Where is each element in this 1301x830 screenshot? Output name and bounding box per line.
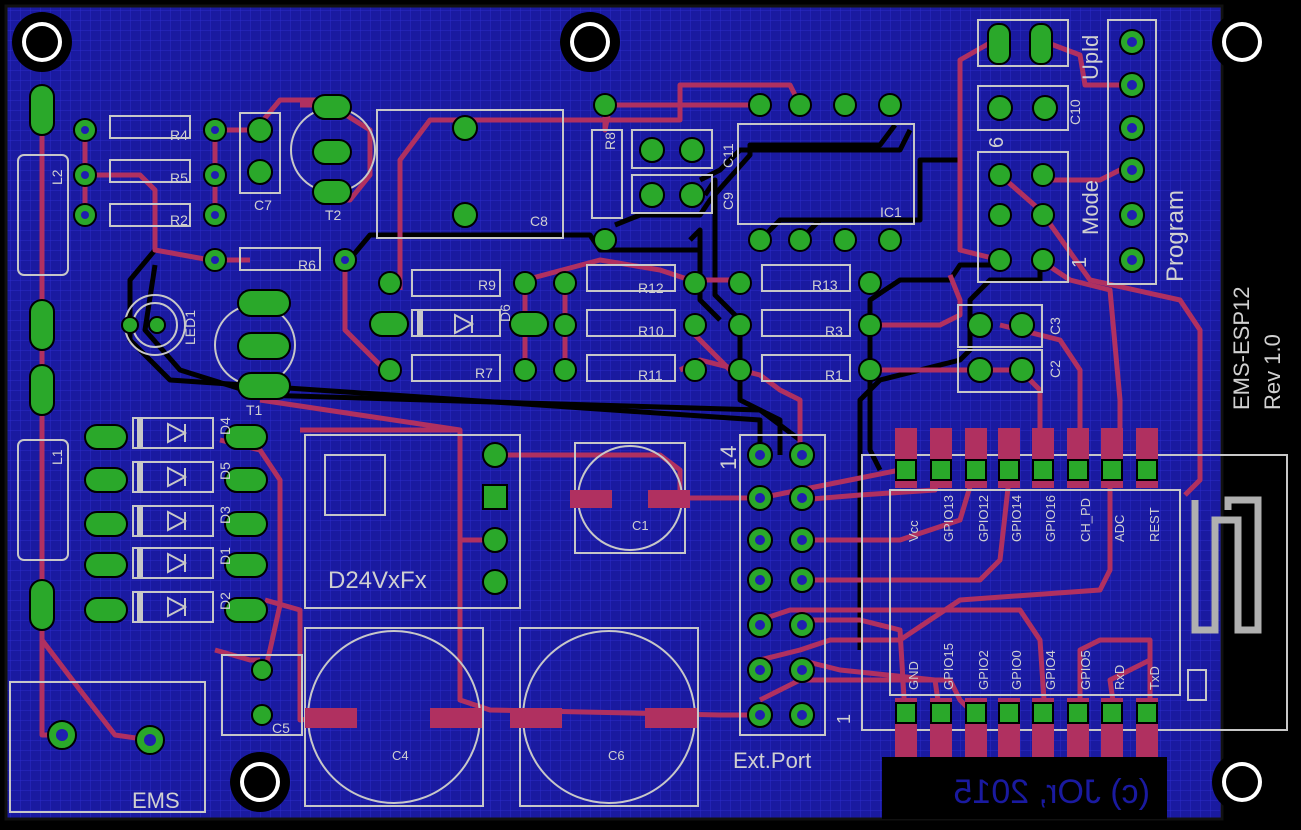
esp-bottom-pin-label: GPIO4: [1043, 650, 1058, 690]
label-c8: C8: [530, 213, 548, 229]
mode-pin6-label: 6: [986, 137, 1008, 148]
esp-bottom-pin-label: GND: [906, 661, 921, 690]
label-r5: R5: [170, 170, 188, 186]
label-r13: R13: [812, 277, 838, 293]
label-c1: C1: [632, 518, 649, 533]
esp-top-pin-label: GPIO13: [941, 495, 956, 542]
label-r2: R2: [170, 212, 188, 228]
label-r4: R4: [170, 127, 188, 143]
regulator-label: D24VxFx: [328, 567, 427, 594]
esp-top-pin-label: CH_PD: [1078, 498, 1093, 542]
label-c11: C11: [720, 143, 736, 168]
esp-top-pin-label: GPIO14: [1009, 495, 1024, 542]
label-c7: C7: [254, 197, 272, 213]
label-c9: C9: [720, 192, 736, 210]
label-r7: R7: [475, 365, 493, 381]
esp-top-pin-label: ADC: [1112, 515, 1127, 542]
label-l1: L1: [49, 449, 65, 465]
label-d1: D1: [217, 547, 233, 565]
esp-top-pin-label: REST: [1147, 507, 1162, 542]
drill-holes: [56, 37, 1137, 746]
label-l2: L2: [49, 169, 65, 185]
esp-bottom-pin-label: RxD: [1112, 665, 1127, 690]
esp-bottom-pin-label: TxD: [1147, 666, 1162, 690]
esp-bottom-pin-label: GPIO0: [1009, 650, 1024, 690]
label-d4: D4: [217, 417, 233, 435]
esp-top-pin-label: Vcc: [906, 520, 921, 542]
esp-bottom-pin-label: GPIO5: [1078, 650, 1093, 690]
module-title: EMS-ESP12: [1229, 287, 1254, 411]
label-c3: C3: [1047, 317, 1063, 335]
label-d5: D5: [217, 462, 233, 480]
ext-port-pin14-label: 14: [716, 446, 741, 470]
esp-antenna: [1191, 496, 1262, 634]
label-r11: R11: [638, 367, 663, 383]
esp-top-pin-label: GPIO12: [976, 495, 991, 542]
label-ic1: IC1: [880, 204, 902, 220]
esp-bottom-pin-label: GPIO15: [941, 643, 956, 690]
mode-pin1-label: 1: [1069, 257, 1091, 268]
label-c5: C5: [272, 720, 290, 736]
upld-jumper-label: Upld: [1078, 35, 1103, 80]
mode-header-label: Mode: [1078, 180, 1103, 235]
label-r1: R1: [825, 367, 843, 383]
label-d6: D6: [497, 304, 513, 322]
diode-symbols: [137, 310, 475, 622]
label-c6: C6: [608, 748, 625, 763]
label-d2: D2: [217, 592, 233, 610]
revision-label: Rev 1.0: [1260, 334, 1285, 410]
label-c10: C10: [1067, 99, 1083, 125]
board-outline: [4, 4, 1224, 821]
ems-connector-label: EMS: [132, 788, 180, 813]
label-r3: R3: [825, 323, 843, 339]
label-t2: T2: [325, 207, 342, 223]
ext-port-pin1-label: 1: [834, 714, 854, 724]
esp-bottom-pin-label: GPIO2: [976, 650, 991, 690]
label-d3: D3: [217, 506, 233, 524]
esp-bottom-pin-labels: GND GPIO15 GPIO2 GPIO0 GPIO4 GPIO5 RxD TxD: [906, 643, 1162, 690]
label-r8: R8: [602, 132, 618, 150]
label-r10: R10: [638, 323, 664, 339]
label-r12: R12: [638, 280, 664, 296]
esp-top-pin-labels: Vcc GPIO13 GPIO12 GPIO14 GPIO16 CH_PD ADC REST: [906, 495, 1162, 542]
label-r6: R6: [298, 257, 316, 273]
label-r9: R9: [478, 277, 496, 293]
mounting-holes: [12, 12, 1272, 812]
label-led1: LED1: [182, 310, 198, 345]
copyright-text: (c) JOr, 2015: [953, 773, 1150, 811]
copyright-plate: [882, 757, 1167, 819]
program-header-label: Program: [1162, 190, 1189, 282]
label-c2: C2: [1047, 360, 1063, 378]
right-edge-strip: [1222, 6, 1301, 819]
esp-top-pin-label: GPIO16: [1043, 495, 1058, 542]
label-c4: C4: [392, 748, 409, 763]
through-hole-pads: [29, 23, 1158, 755]
ext-port-label: Ext.Port: [733, 748, 811, 773]
label-t1: T1: [246, 402, 263, 418]
